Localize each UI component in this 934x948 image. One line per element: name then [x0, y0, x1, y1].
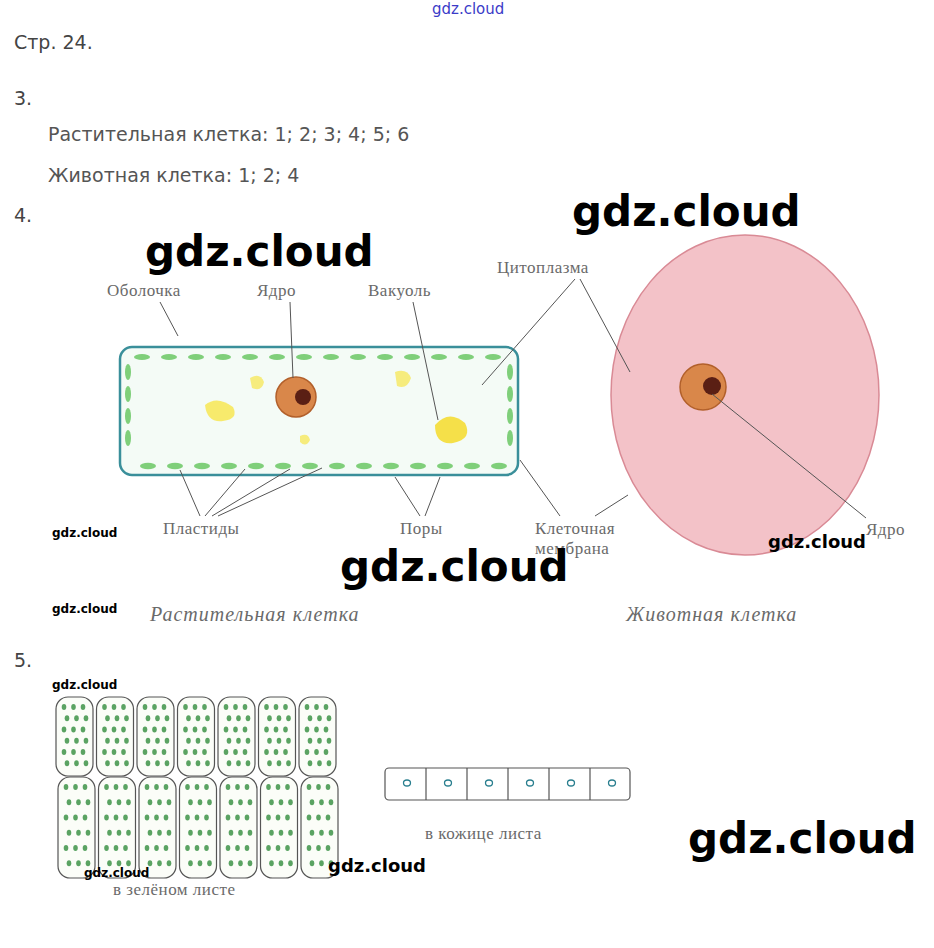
part-label: Поры	[400, 519, 443, 539]
page-number: Стр. 24.	[14, 32, 93, 54]
task-number: 4.	[14, 205, 32, 227]
part-label: Пластиды	[163, 519, 239, 539]
part-label: Оболочка	[107, 281, 181, 301]
watermark: gdz.cloud	[688, 815, 917, 863]
figure-caption: Животная клетка	[626, 603, 797, 626]
plastids	[125, 354, 513, 469]
leader-lines	[160, 279, 866, 518]
leaf-tissue	[56, 697, 338, 878]
figure-caption: в зелёном листе	[113, 880, 235, 900]
watermark: gdz.cloud	[145, 228, 374, 276]
part-label: Ядро	[257, 281, 296, 301]
task-number: 3.	[14, 88, 32, 110]
plant-cell	[120, 347, 518, 475]
figure-caption: в кожице листа	[425, 824, 542, 844]
watermark: gdz.cloud	[52, 679, 117, 693]
figure-caption: Растительная клетка	[150, 603, 360, 626]
leaf-skin	[385, 768, 630, 800]
watermark: gdz.cloud	[84, 867, 149, 881]
watermark: gdz.cloud	[768, 532, 866, 553]
answer-text: Растительная клетка: 1; 2; 3; 4; 5; 6	[48, 124, 409, 146]
watermark: gdz.cloud	[328, 856, 426, 877]
watermark: gdz.cloud	[572, 188, 801, 236]
watermark: gdz.cloud	[52, 527, 117, 541]
watermark: gdz.cloud	[52, 603, 117, 617]
part-label: Цитоплазма	[497, 258, 589, 278]
watermark: gdz.cloud	[340, 543, 569, 591]
part-label: Вакуоль	[368, 281, 431, 301]
task-number: 5.	[14, 650, 32, 672]
part-label: Ядро	[866, 520, 905, 540]
animal-cell	[611, 235, 879, 555]
watermark: gdz.cloud	[432, 1, 504, 18]
answer-text: Животная клетка: 1; 2; 4	[48, 165, 299, 187]
